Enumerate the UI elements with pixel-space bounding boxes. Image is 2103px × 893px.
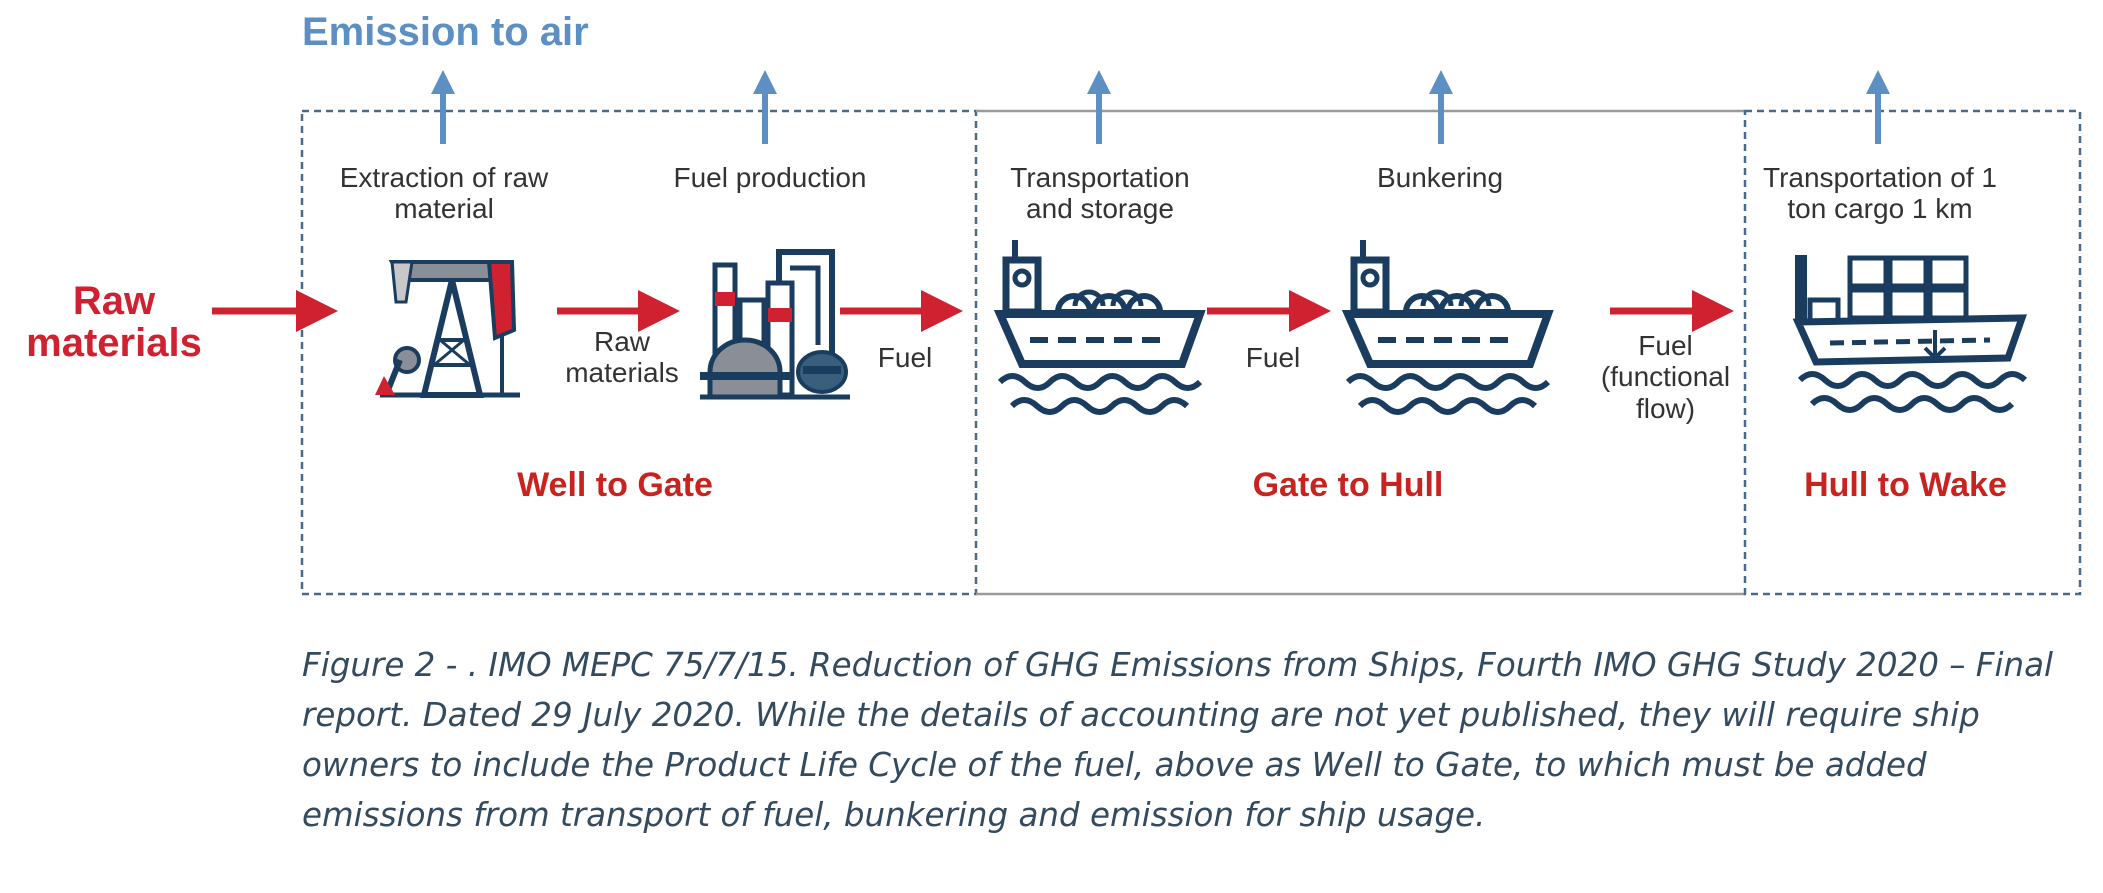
tanker-ship-icon [1348, 240, 1548, 412]
step-transport-storage-label: Transportation and storage [1010, 162, 1190, 225]
flow-label-fuel: Fuel [1245, 342, 1301, 373]
flow-label-raw-materials: Raw materials [565, 326, 679, 389]
step-bunkering-label: Bunkering [1376, 162, 1504, 193]
hull-to-wake-box [1743, 109, 2082, 596]
cargo-ship-icon [1792, 255, 2028, 413]
stage-gate-to-hull: Gate to Hull [1252, 466, 1444, 504]
step-extraction-label: Extraction of raw material [339, 162, 549, 225]
lifecycle-diagram: Emission to air Raw materials Extraction… [26, 10, 2082, 596]
refinery-icon [700, 249, 850, 400]
diagram-canvas [212, 70, 2082, 596]
flow-label-fuel: Fuel [877, 342, 933, 373]
well-to-gate-box [300, 109, 978, 596]
stage-well-to-gate: Well to Gate [517, 466, 713, 504]
pumpjack-icon [375, 260, 520, 398]
step-fuel-production-label: Fuel production [673, 162, 867, 193]
flow-label-functional-fuel: Fuel (functional flow) [1600, 330, 1731, 424]
emission-to-air-label: Emission to air [302, 10, 589, 54]
stage-hull-to-wake: Hull to Wake [1804, 466, 2007, 504]
step-cargo-transport-label: Transportation of 1 ton cargo 1 km [1763, 162, 1997, 225]
tanker-ship-icon [1000, 240, 1200, 412]
figure-caption: Figure 2 - . IMO MEPC 75/7/15. Reduction… [302, 646, 2054, 834]
raw-materials-input-label: Raw materials [26, 279, 202, 365]
